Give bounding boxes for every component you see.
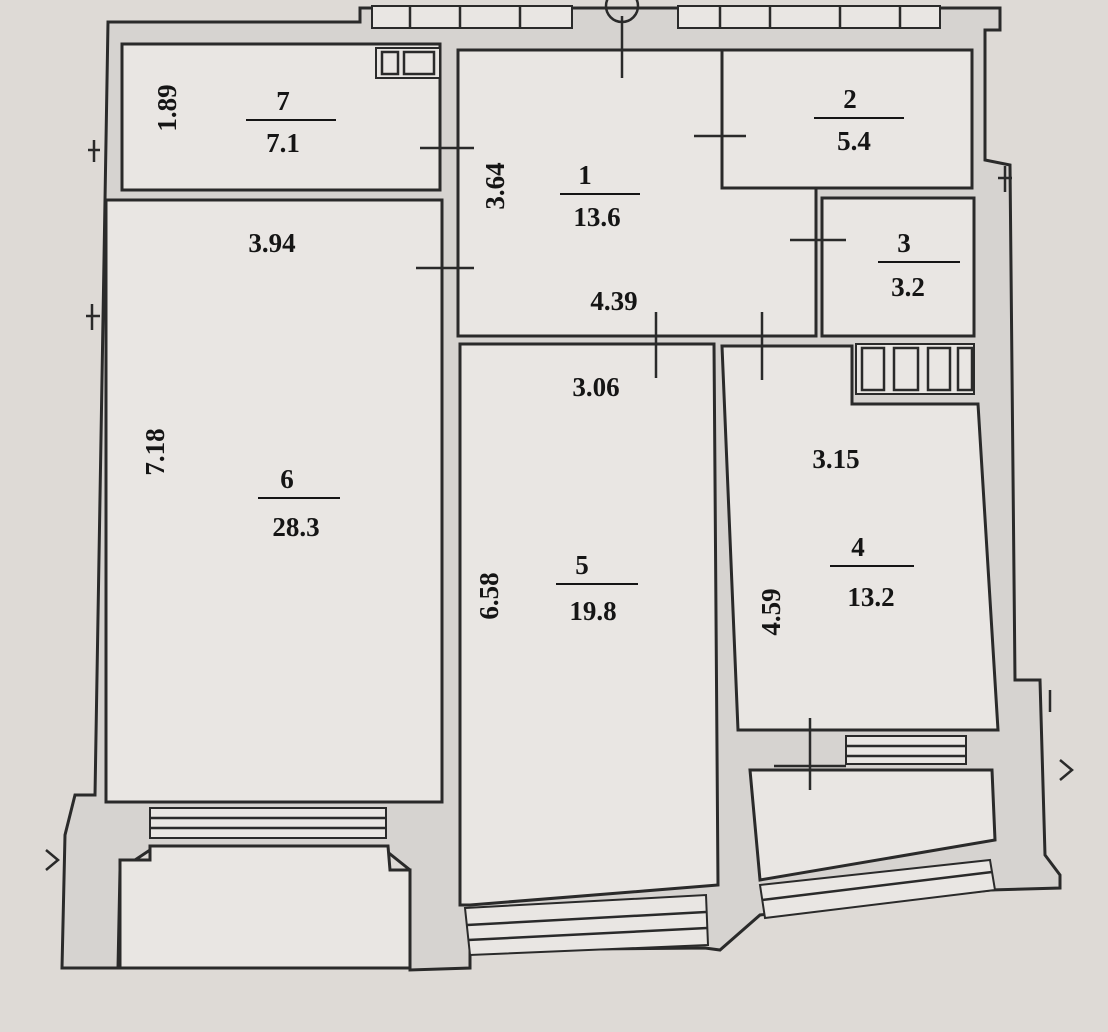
dimension-room7-height: 1.89 <box>152 84 182 131</box>
room-label-4: 4 13.2 <box>830 532 914 612</box>
dimension-room5-width: 3.06 <box>572 372 619 402</box>
room-area: 5.4 <box>837 126 871 156</box>
dimension-room1-width: 4.39 <box>590 286 637 316</box>
room-area: 28.3 <box>272 512 319 542</box>
room-number: 5 <box>575 550 589 580</box>
room-label-5: 5 19.8 <box>556 550 638 626</box>
dimension-room6-width: 3.94 <box>248 228 295 258</box>
room-label-2: 2 5.4 <box>814 84 904 156</box>
room-4 <box>720 344 1000 732</box>
room-number: 1 <box>578 160 592 190</box>
windows <box>149 0 997 957</box>
room-area: 7.1 <box>266 128 300 158</box>
room-label-7: 7 7.1 <box>246 86 336 158</box>
loggia-left <box>118 844 412 970</box>
room-5 <box>458 342 720 907</box>
dimension-room4-height: 4.59 <box>756 588 786 635</box>
door-marks <box>416 16 846 790</box>
loggia-right <box>748 768 997 882</box>
room-area: 13.2 <box>847 582 894 612</box>
room-number: 2 <box>843 84 857 114</box>
room-number: 4 <box>851 532 865 562</box>
dimension-room1-height: 3.64 <box>480 162 510 209</box>
room-3 <box>820 196 976 338</box>
room-area: 3.2 <box>891 272 925 302</box>
room-6 <box>104 198 444 804</box>
dimension-room4-width: 3.15 <box>812 444 859 474</box>
room-label-1: 1 13.6 <box>560 160 640 232</box>
room-number: 6 <box>280 464 294 494</box>
room-number: 3 <box>897 228 911 258</box>
room-area: 19.8 <box>569 596 616 626</box>
wall-break-marks <box>45 140 1074 871</box>
room-number: 7 <box>276 86 290 116</box>
ventilation-shafts <box>375 47 975 395</box>
room-label-6: 6 28.3 <box>258 464 340 542</box>
room-label-3: 3 3.2 <box>878 228 960 302</box>
dimension-room6-height: 7.18 <box>140 428 170 475</box>
room-area: 13.6 <box>573 202 620 232</box>
dimension-room5-height: 6.58 <box>474 572 504 619</box>
